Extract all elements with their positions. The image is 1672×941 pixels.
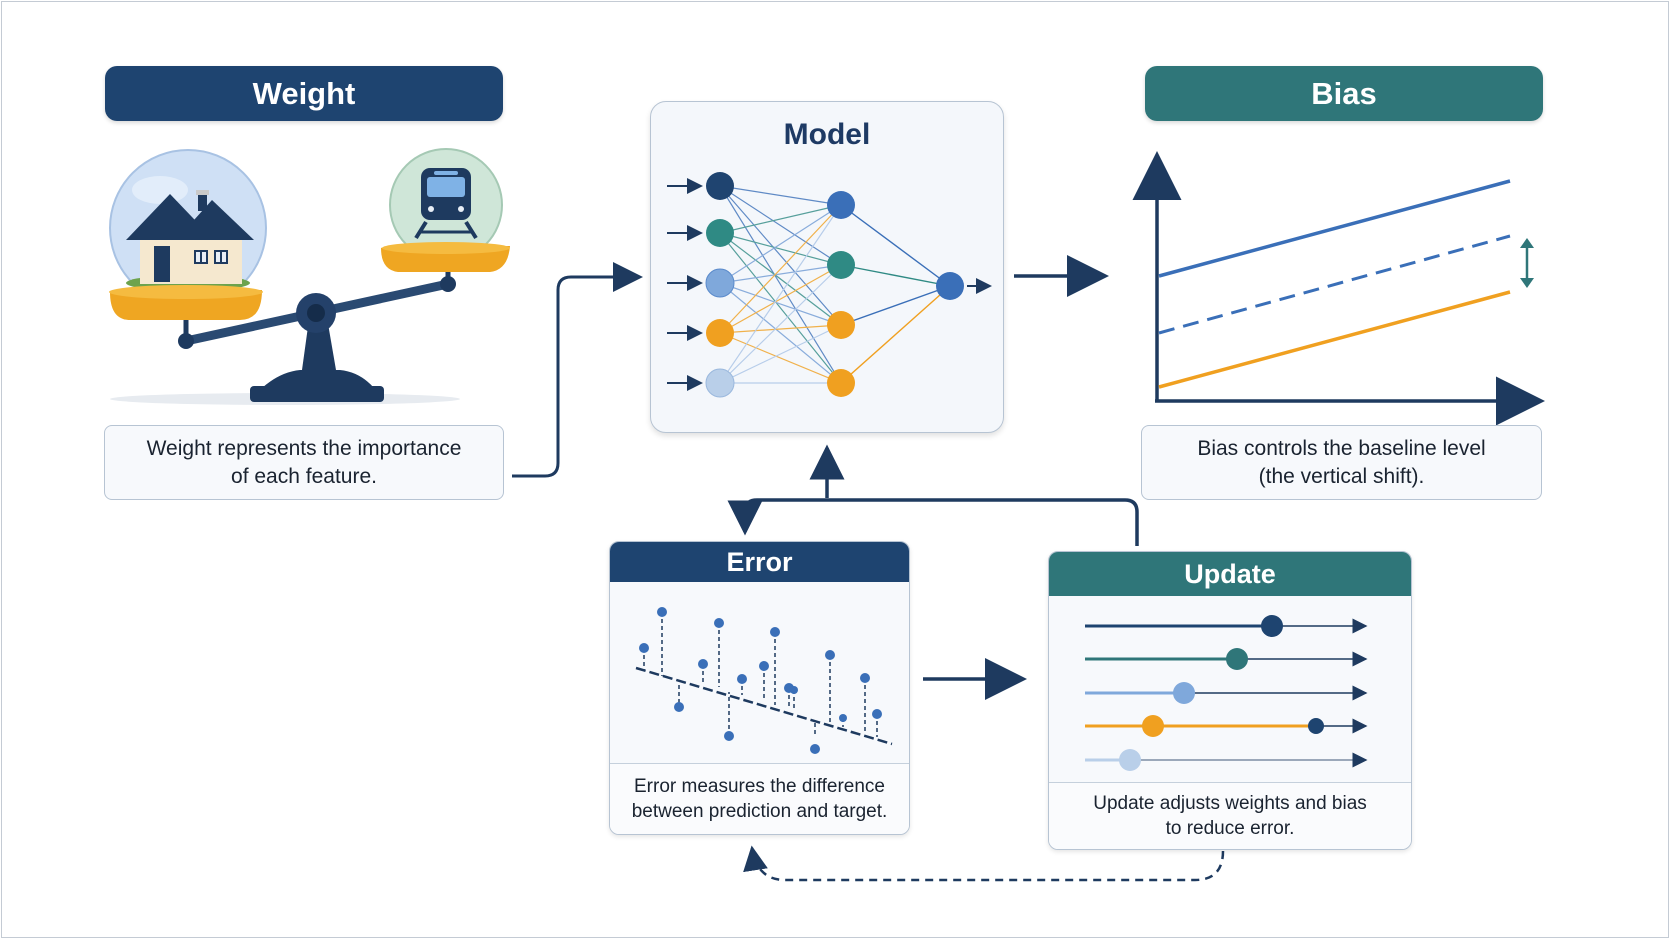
error-card: Error Error measures the difference betw… [609, 541, 910, 835]
bias-caption: Bias controls the baseline level (the ve… [1141, 425, 1542, 500]
bias-title: Bias [1311, 75, 1377, 111]
update-card: Update Update adjusts weights and bias t… [1048, 551, 1412, 850]
update-title: Update [1184, 558, 1276, 589]
update-header: Update [1049, 552, 1411, 596]
update-caption: Update adjusts weights and bias to reduc… [1049, 782, 1411, 849]
bias-caption-line2: (the vertical shift). [1258, 464, 1425, 488]
error-caption-line1: Error measures the difference [634, 776, 885, 797]
error-caption-line2: between prediction and target. [631, 801, 888, 822]
bias-header: Bias [1145, 66, 1543, 121]
update-caption-line1: Update adjusts weights and bias [1093, 793, 1367, 814]
weight-header: Weight [105, 66, 503, 121]
model-title: Model [783, 118, 871, 151]
weight-title: Weight [252, 75, 356, 111]
error-caption: Error measures the difference between pr… [610, 763, 909, 834]
weight-caption-line1: Weight represents the importance [146, 436, 462, 460]
error-title: Error [726, 546, 793, 577]
weight-caption-line2: of each feature. [231, 464, 377, 488]
error-header: Error [610, 542, 909, 582]
bias-caption-line1: Bias controls the baseline level [1197, 436, 1486, 460]
weight-caption: Weight represents the importance of each… [104, 425, 504, 500]
model-box: Model [650, 101, 1004, 433]
update-caption-line2: to reduce error. [1165, 818, 1295, 839]
